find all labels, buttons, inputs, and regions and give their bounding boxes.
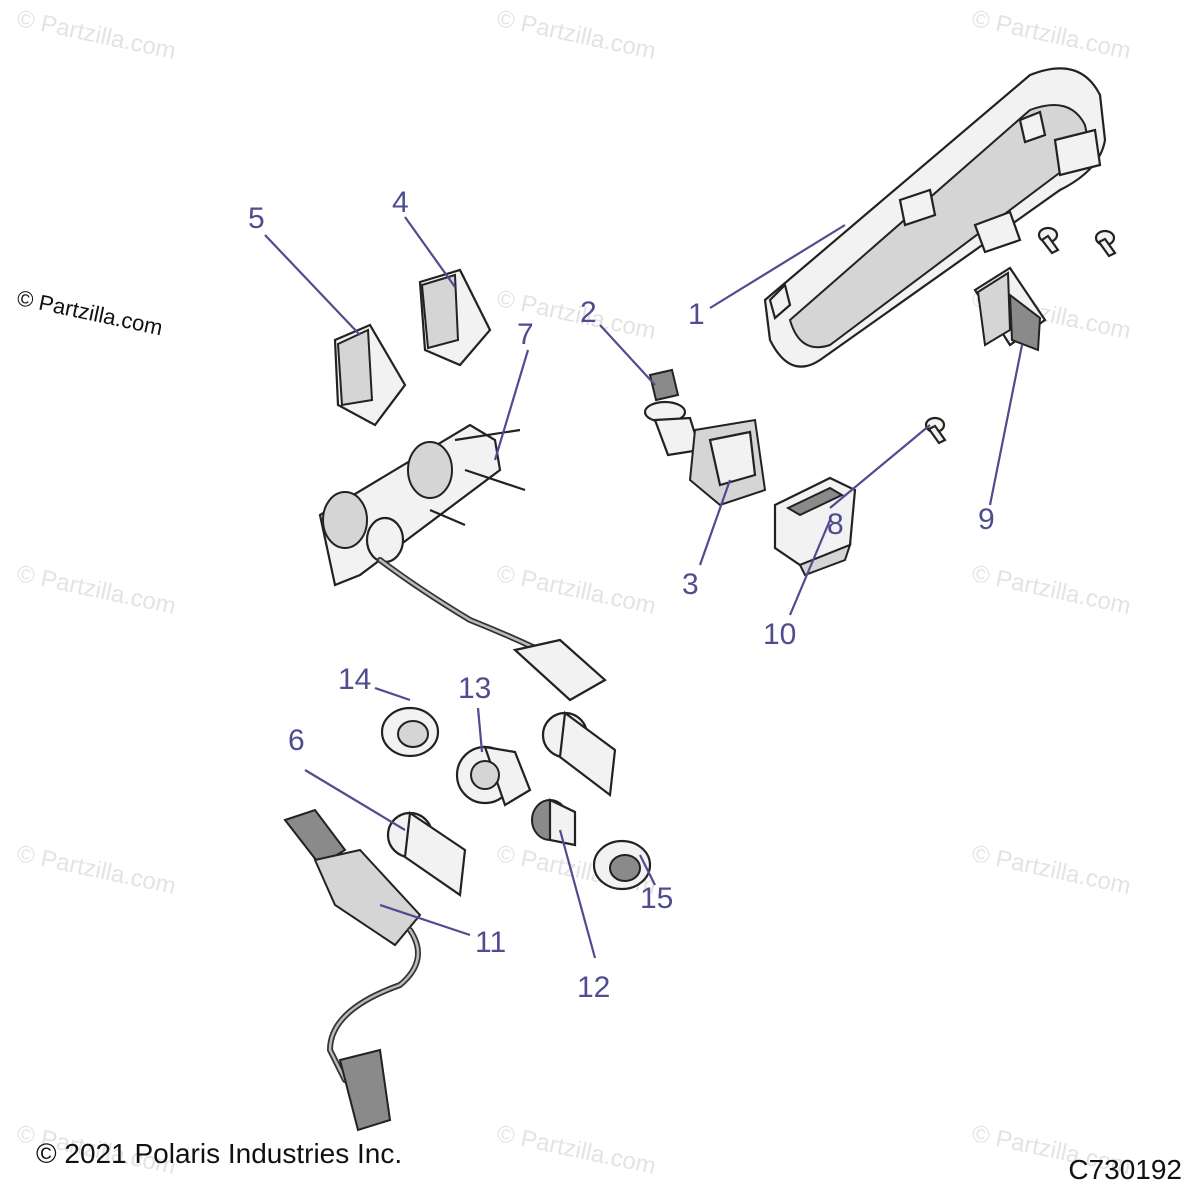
- screw-drawings: [924, 226, 1117, 445]
- rocker-switch-upper-drawing: [418, 268, 492, 367]
- callout-12[interactable]: 12: [577, 971, 611, 1004]
- diagram-code: C730192: [1068, 1154, 1182, 1185]
- ignition-switch-drawing: [643, 368, 767, 507]
- callout-2[interactable]: 2: [580, 296, 597, 329]
- instrument-cluster-drawing: [763, 67, 1107, 368]
- callout-3[interactable]: 3: [682, 568, 699, 601]
- switch-panel-harness-drawing: [318, 423, 607, 702]
- auxiliary-power-plug-drawing: [283, 808, 422, 1132]
- retaining-nut-drawing: [380, 706, 440, 758]
- leader-lines: [264, 216, 1024, 959]
- callout-1[interactable]: 1: [688, 298, 705, 331]
- callout-15[interactable]: 15: [640, 882, 674, 915]
- usb-socket-drawing: [531, 798, 577, 847]
- callout-5[interactable]: 5: [248, 202, 265, 235]
- callout-14[interactable]: 14: [338, 663, 372, 696]
- callout-9[interactable]: 9: [978, 503, 995, 536]
- copyright-notice: © 2021 Polaris Industries Inc.: [36, 1138, 403, 1169]
- callout-7[interactable]: 7: [517, 318, 534, 351]
- power-outlet-socket-drawing: [386, 811, 467, 897]
- callout-11[interactable]: 11: [475, 926, 507, 959]
- socket-upper-drawing: [541, 710, 617, 798]
- socket-housing-drawing: [455, 745, 532, 807]
- callout-13[interactable]: 13: [458, 672, 492, 705]
- rocker-switch-right-drawing: [973, 266, 1047, 352]
- rocker-switch-lower-drawing: [333, 323, 407, 427]
- push-switch-drawing: [773, 476, 857, 577]
- callout-10[interactable]: 10: [763, 618, 797, 651]
- callout-6[interactable]: 6: [288, 724, 305, 757]
- bezel-nut-drawing: [592, 839, 652, 891]
- callout-8[interactable]: 8: [827, 508, 844, 541]
- callout-4[interactable]: 4: [392, 186, 409, 219]
